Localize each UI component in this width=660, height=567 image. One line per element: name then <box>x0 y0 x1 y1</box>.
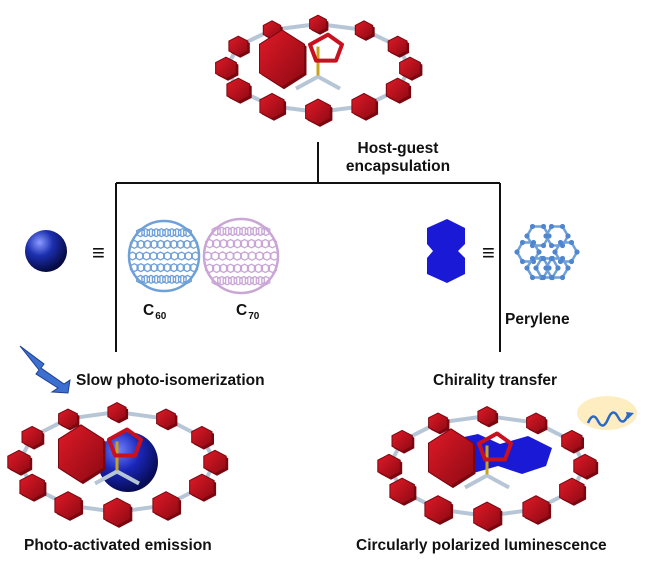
c60-fullerene-icon <box>127 219 201 293</box>
c60-label-main: C <box>143 302 155 319</box>
host-guest-line1: Host-guest <box>357 140 439 157</box>
connector-lines <box>115 142 501 352</box>
c70-label-main: C <box>236 302 248 319</box>
host-guest-line2: encapsulation <box>345 158 451 175</box>
c60-label-sub: 60 <box>155 311 167 322</box>
c60-label: C60 <box>143 302 167 322</box>
photo-emission-label: Photo-activated emission <box>24 537 212 554</box>
host-macrocycle-bottom-left <box>7 402 229 528</box>
perylene-label: Perylene <box>505 311 570 328</box>
equiv-left-symbol: ≡ <box>92 240 105 265</box>
host-macrocycle-top <box>215 14 423 127</box>
chirality-label: Chirality transfer <box>433 372 558 389</box>
host-guest-label: Host-guest encapsulation <box>318 140 478 176</box>
cpl-label: Circularly polarized luminescence <box>356 537 607 554</box>
guest-sphere-icon <box>25 230 67 272</box>
perylene-block-icon <box>427 219 465 283</box>
lightning-icon <box>19 345 71 394</box>
perylene-structure-icon <box>514 223 580 281</box>
slow-photo-label: Slow photo-isomerization <box>76 372 265 389</box>
emission-wave-icon <box>577 396 637 430</box>
c70-label-sub: 70 <box>248 311 260 322</box>
host-macrocycle-bottom-right <box>377 406 599 532</box>
c70-label: C70 <box>236 302 260 322</box>
equiv-right-symbol: ≡ <box>482 240 495 265</box>
c70-fullerene-icon <box>202 217 280 295</box>
